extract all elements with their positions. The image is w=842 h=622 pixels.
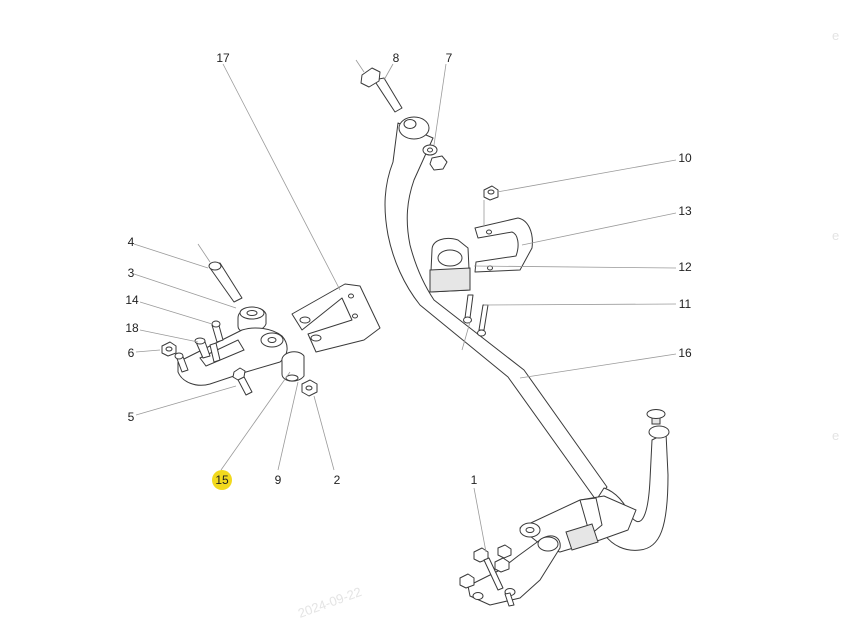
part-washer-nut-top	[422, 144, 448, 171]
part-small-bolts-14	[209, 320, 224, 363]
callout-label-16[interactable]: 16	[678, 346, 692, 360]
callout-label-11[interactable]: 11	[679, 297, 692, 311]
callout-10[interactable]: 10	[678, 151, 692, 165]
callouts: 1 2 3 4 5 6 7 8 9 10 11	[125, 51, 692, 490]
part-nut-10	[483, 185, 499, 201]
part-link-arm-15	[177, 327, 288, 386]
callout-1[interactable]: 1	[471, 473, 478, 487]
part-lower-link-assembly	[459, 495, 637, 607]
callout-3[interactable]: 3	[128, 266, 135, 280]
callout-8[interactable]: 8	[393, 51, 400, 65]
callout-6[interactable]: 6	[128, 346, 135, 360]
callout-17[interactable]: 17	[216, 51, 230, 65]
part-bolts-11	[463, 294, 489, 337]
callout-label-7[interactable]: 7	[446, 51, 453, 65]
part-nut-6	[161, 341, 177, 357]
callout-15[interactable]: 15	[212, 470, 232, 490]
callout-label-1[interactable]: 1	[471, 473, 478, 487]
callout-16[interactable]: 16	[678, 346, 692, 360]
callout-label-12[interactable]: 12	[678, 260, 692, 274]
leader-lines	[133, 59, 677, 553]
callout-14[interactable]: 14	[125, 293, 139, 307]
callout-label-3[interactable]: 3	[128, 266, 135, 280]
callout-13[interactable]: 13	[678, 204, 692, 218]
callout-11[interactable]: 11	[679, 297, 692, 311]
callout-label-6[interactable]: 6	[128, 346, 135, 360]
callout-label-18[interactable]: 18	[125, 321, 139, 335]
part-bushing-12	[429, 237, 471, 293]
callout-12[interactable]: 12	[678, 260, 692, 274]
part-bolt-top	[360, 67, 403, 113]
part-stud	[174, 352, 189, 373]
callout-label-5[interactable]: 5	[128, 410, 135, 424]
callout-label-2[interactable]: 2	[334, 473, 341, 487]
callout-label-15[interactable]: 15	[215, 473, 229, 487]
part-bolt-18	[194, 337, 211, 359]
callout-7[interactable]: 7	[446, 51, 453, 65]
callout-5[interactable]: 5	[128, 410, 135, 424]
part-clamp-13	[474, 217, 533, 273]
part-bolt-5	[232, 367, 253, 396]
callout-highlight	[212, 470, 232, 490]
part-nut-2	[301, 379, 318, 397]
part-bushing-3	[237, 306, 267, 333]
part-bushing-9	[281, 351, 305, 382]
callout-label-9[interactable]: 9	[275, 473, 282, 487]
callout-label-8[interactable]: 8	[393, 51, 400, 65]
callout-9[interactable]: 9	[275, 473, 282, 487]
callout-2[interactable]: 2	[334, 473, 341, 487]
callout-label-17[interactable]: 17	[216, 51, 230, 65]
callout-label-13[interactable]: 13	[678, 204, 692, 218]
watermark-mark-1: e	[832, 28, 839, 43]
watermark-date: 2024-09-22	[296, 584, 364, 621]
part-bracket-17	[291, 283, 381, 353]
watermark-mark-3: e	[832, 428, 839, 443]
watermark-mark-2: e	[832, 228, 839, 243]
part-stabilizer-bar	[384, 116, 670, 551]
callout-label-14[interactable]: 14	[125, 293, 139, 307]
callout-label-10[interactable]: 10	[678, 151, 692, 165]
callout-18[interactable]: 18	[125, 321, 139, 335]
callout-4[interactable]: 4	[128, 235, 135, 249]
callout-label-4[interactable]: 4	[128, 235, 135, 249]
part-bolt-4	[208, 261, 243, 303]
